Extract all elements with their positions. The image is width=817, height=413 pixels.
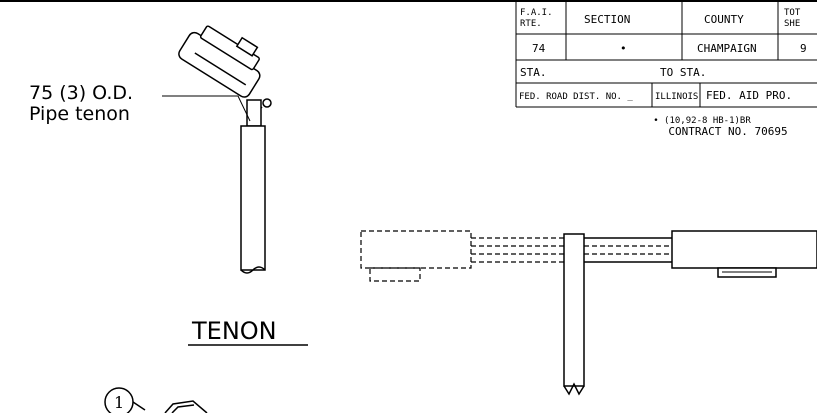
header-fai-rte: F.A.I. [520,8,553,18]
tenon-size-label: 75 (3) O.D. [29,82,133,104]
pipe-tenon [246,99,262,127]
tenon-detail: 75 (3) O.D. Pipe tenon TENON [29,25,308,346]
pole-shaft [240,125,266,271]
state-name: ILLINOIS [655,92,698,102]
value-sheets: 9 [800,42,807,55]
contract-number: CONTRACT NO. 70695 [668,125,787,138]
fed-road-dist: FED. ROAD DIST. NO. _ [519,92,633,102]
to-sta-label: TO STA. [660,66,706,79]
value-route: 74 [532,42,546,55]
arm-pole [563,233,585,387]
fed-aid-proj: FED. AID PRO. [706,89,792,102]
arm-detail [360,230,817,396]
leader-line [162,95,251,122]
sta-label: STA. [520,66,547,79]
fixture-head [671,230,817,269]
header-section: SECTION [584,13,630,26]
callout-number: 1 [114,393,124,412]
luminaire-head [178,25,261,98]
value-county: CHAMPAIGN [697,42,757,55]
tenon-title: TENON [191,317,277,345]
header-county: COUNTY [704,13,744,26]
tenon-desc-label: Pipe tenon [29,103,130,125]
title-block: F.A.I. RTE. SECTION COUNTY TOT SHE 74 • … [515,1,817,138]
value-section: • [620,42,627,55]
callout-1: 1 [104,387,208,413]
header-total-sheets-2: SHE [784,19,800,29]
header-fai-rte-2: RTE. [520,19,542,29]
set-screw [262,98,272,108]
section-note: • (10,92-8 HB-1)BR [653,116,751,126]
header-total-sheets: TOT [784,8,801,18]
